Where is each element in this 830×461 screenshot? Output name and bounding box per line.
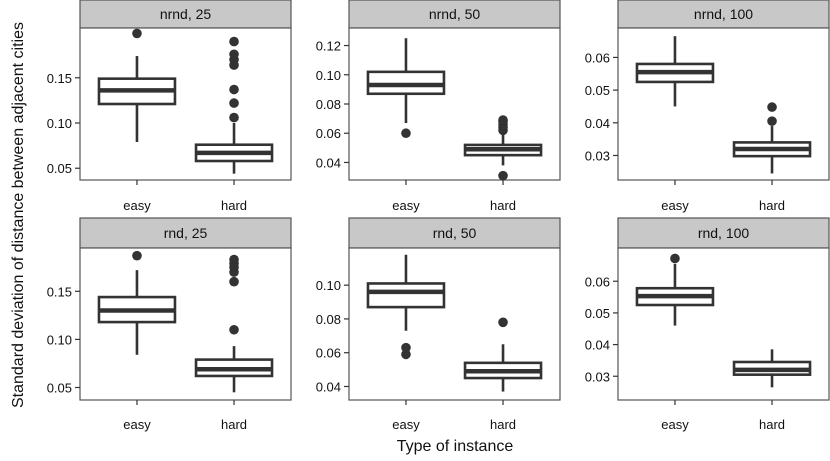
outlier-point xyxy=(767,102,777,112)
y-axis-title: Standard deviation of distance between a… xyxy=(10,22,27,408)
y-tick-label: 0.15 xyxy=(47,71,72,86)
facet-panel: rnd, 100 0.03 0.04 0.05 0.06 easy hard xyxy=(585,217,830,432)
x-tick-label: easy xyxy=(392,198,420,213)
facet-panel: nrnd, 25 0.05 0.10 0.15 easy hard xyxy=(47,0,292,213)
box-hard xyxy=(732,349,812,388)
box-hard xyxy=(463,317,543,392)
y-tick-label: 0.06 xyxy=(585,274,610,289)
outlier-point xyxy=(498,170,508,181)
x-tick-label: hard xyxy=(759,198,785,213)
y-tick-label: 0.10 xyxy=(316,278,341,293)
outlier-point xyxy=(498,317,508,328)
panel-title: nrnd, 100 xyxy=(694,6,753,22)
box-easy xyxy=(366,254,446,360)
iqr-box xyxy=(366,282,446,309)
panel-strip xyxy=(79,217,292,249)
box-easy xyxy=(97,250,177,355)
y-tick-label: 0.08 xyxy=(316,97,341,112)
x-tick-label: hard xyxy=(490,198,516,213)
x-tick-label: hard xyxy=(759,417,785,432)
y-tick-label: 0.06 xyxy=(316,346,341,361)
outlier-point xyxy=(229,276,239,287)
y-tick-label: 0.03 xyxy=(585,148,610,163)
panel-title: rnd, 25 xyxy=(164,225,208,241)
panel-title: nrnd, 25 xyxy=(160,6,212,22)
box-hard xyxy=(194,36,274,174)
y-tick-label: 0.05 xyxy=(585,83,610,98)
x-tick-label: easy xyxy=(123,417,151,432)
y-tick-label: 0.05 xyxy=(585,306,610,321)
box-hard xyxy=(463,115,543,181)
panel-title: rnd, 100 xyxy=(698,225,750,241)
y-tick-label: 0.15 xyxy=(47,284,72,299)
outlier-point xyxy=(229,84,239,95)
y-tick-label: 0.04 xyxy=(316,379,341,394)
outlier-point xyxy=(229,98,239,108)
x-tick-label: easy xyxy=(392,417,420,432)
outlier-point xyxy=(401,128,411,139)
facet-panel: nrnd, 50 0.04 0.06 0.08 0.10 0.12 easy hard xyxy=(316,0,561,213)
panel-area xyxy=(348,27,561,181)
panel-strip xyxy=(348,0,561,29)
outlier-point xyxy=(132,28,142,39)
y-tick-label: 0.04 xyxy=(316,155,341,170)
y-tick-label: 0.06 xyxy=(585,50,610,65)
y-tick-label: 0.04 xyxy=(585,116,610,131)
x-axis-title: Type of instance xyxy=(397,438,514,455)
x-tick-label: hard xyxy=(221,417,247,432)
outlier-point xyxy=(229,112,239,123)
box-hard xyxy=(732,102,812,174)
panel-title: nrnd, 50 xyxy=(429,6,481,22)
y-tick-label: 0.10 xyxy=(47,332,72,347)
box-easy xyxy=(635,253,715,326)
outlier-point xyxy=(229,36,239,47)
y-tick-label: 0.10 xyxy=(47,116,72,131)
y-tick-label: 0.04 xyxy=(585,338,610,353)
y-tick-label: 0.05 xyxy=(47,161,72,176)
box-easy xyxy=(635,36,715,107)
x-tick-label: hard xyxy=(221,198,247,213)
facet-panel: nrnd, 100 0.03 0.04 0.05 0.06 easy hard xyxy=(585,0,830,213)
facet-panel: rnd, 50 0.04 0.06 0.08 0.10 easy hard xyxy=(316,217,561,432)
facet-panel: rnd, 25 0.05 0.10 0.15 easy hard xyxy=(47,217,292,432)
outlier-point xyxy=(767,116,777,126)
x-tick-label: easy xyxy=(661,417,689,432)
outlier-point xyxy=(401,349,411,360)
outlier-point xyxy=(401,342,411,353)
y-tick-label: 0.08 xyxy=(316,312,341,327)
panel-strip xyxy=(79,0,292,29)
facet-panels: nrnd, 25 0.05 0.10 0.15 easy hard nrnd, 50 0.04… xyxy=(47,0,830,432)
box-easy xyxy=(97,28,177,142)
outlier-point xyxy=(670,253,680,264)
panel-area xyxy=(617,247,830,401)
x-tick-label: easy xyxy=(661,198,689,213)
y-tick-label: 0.03 xyxy=(585,369,610,384)
x-tick-label: hard xyxy=(490,417,516,432)
outlier-point xyxy=(132,250,142,261)
panel-title: rnd, 50 xyxy=(433,225,477,241)
y-tick-label: 0.06 xyxy=(316,126,341,141)
y-tick-label: 0.10 xyxy=(316,68,341,83)
y-tick-label: 0.05 xyxy=(47,380,72,395)
y-tick-label: 0.12 xyxy=(316,39,341,54)
box-hard xyxy=(194,254,274,393)
outlier-point xyxy=(498,115,508,125)
outlier-point xyxy=(229,254,239,265)
x-tick-label: easy xyxy=(123,198,151,213)
outlier-point xyxy=(229,49,239,60)
box-easy xyxy=(366,38,446,139)
outlier-point xyxy=(229,324,239,335)
